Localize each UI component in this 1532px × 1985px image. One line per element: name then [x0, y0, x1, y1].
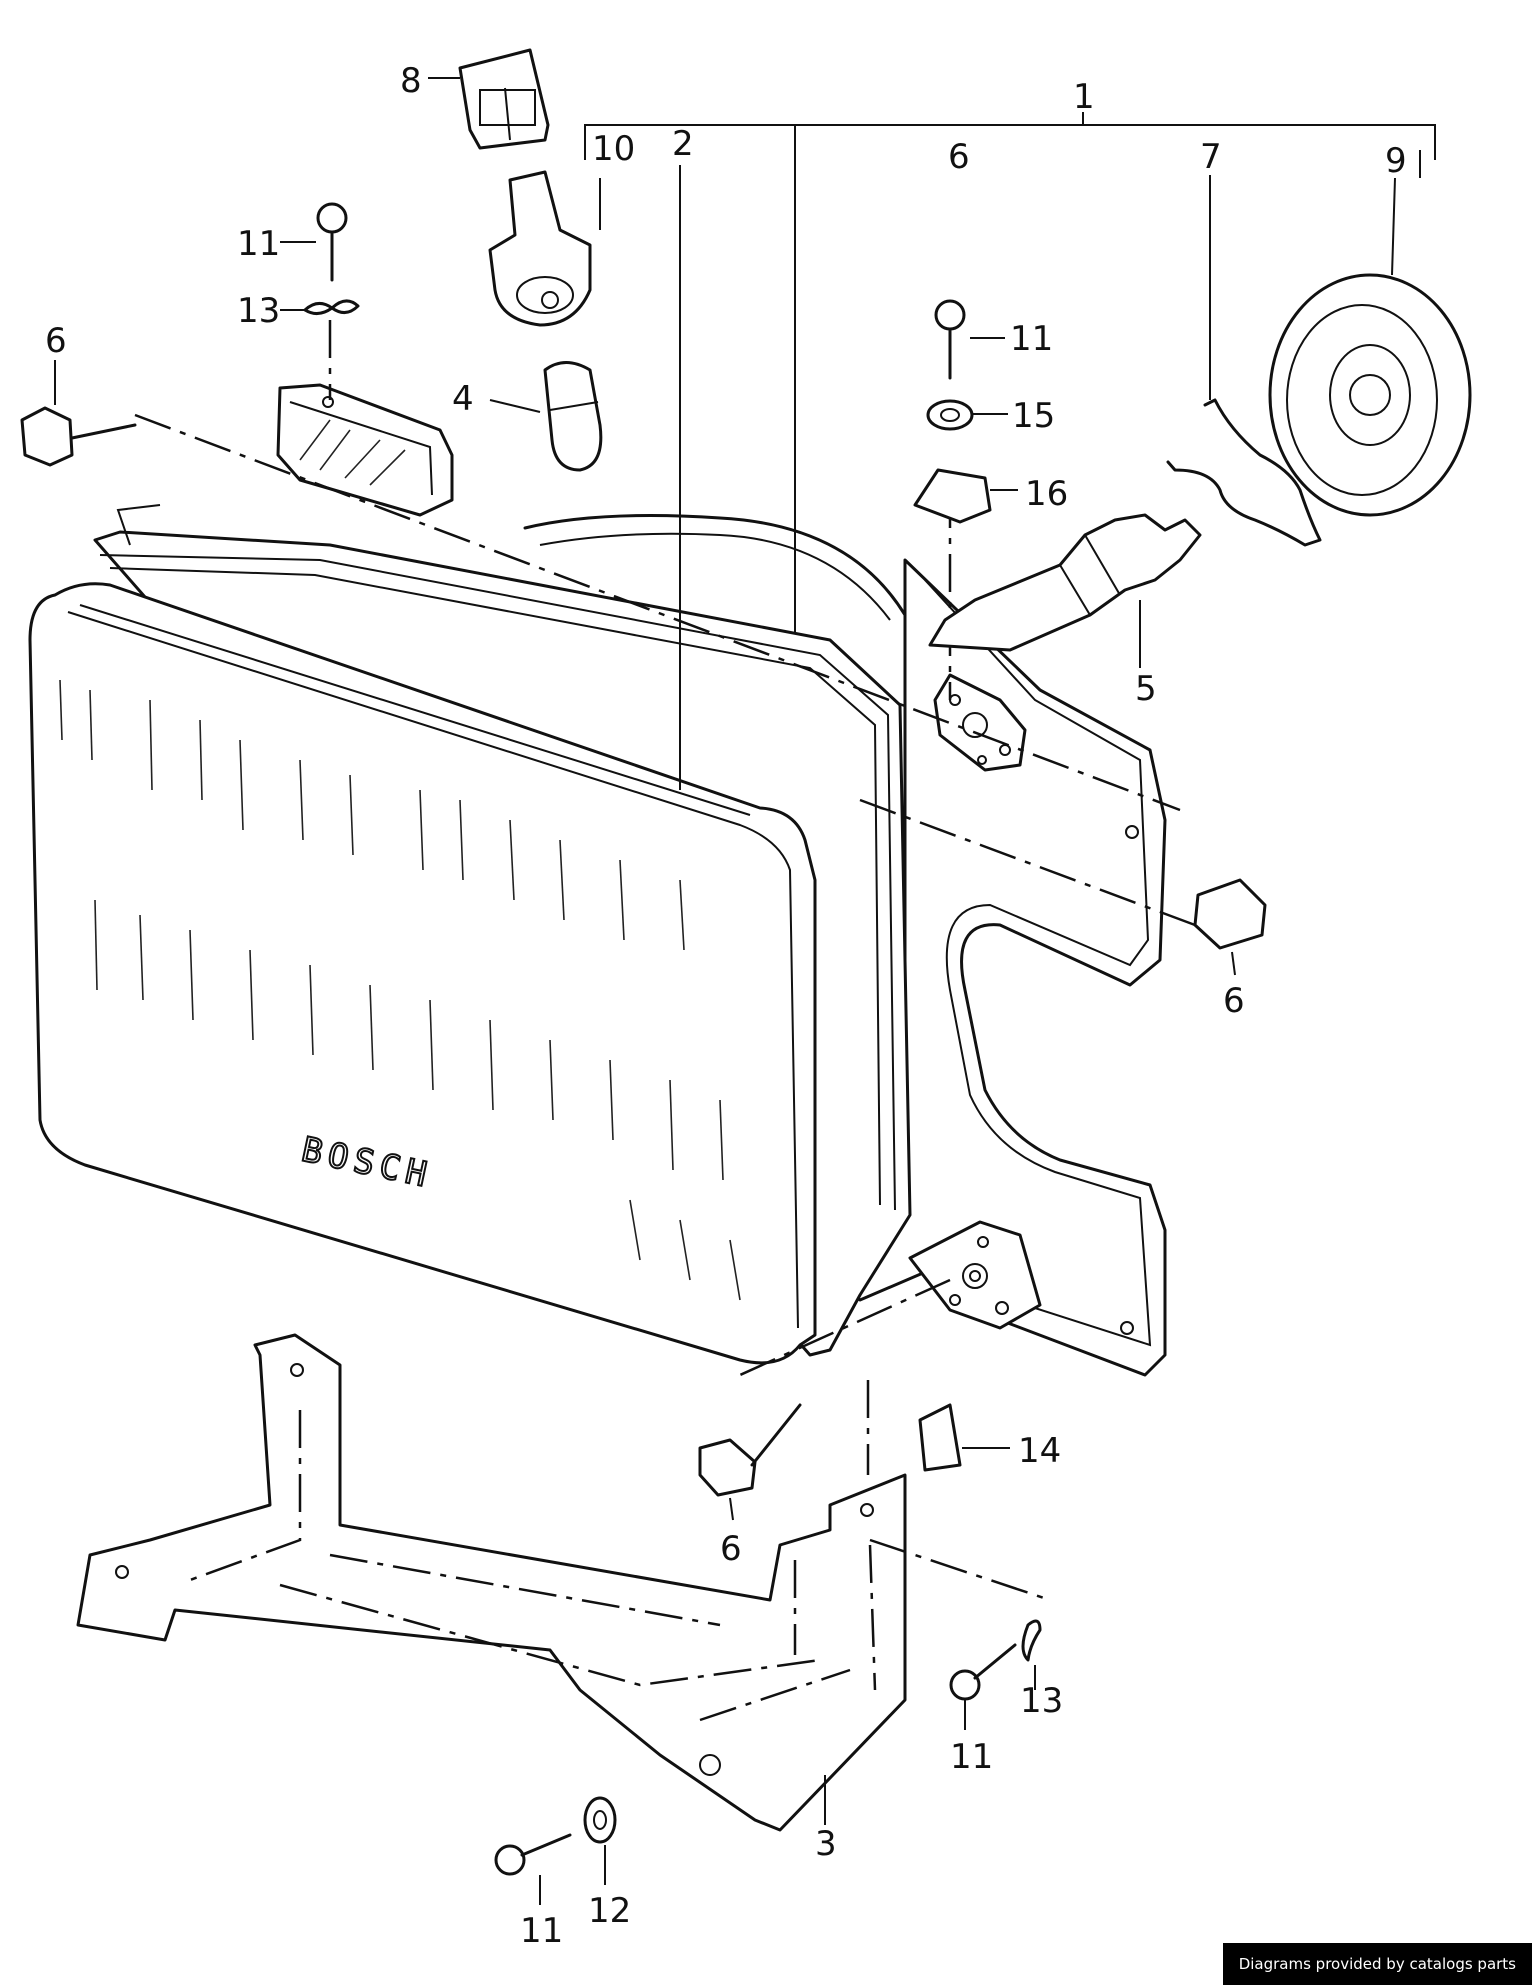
washer-bottom [583, 1796, 617, 1844]
label-3: 3 [815, 1824, 837, 1864]
clip-nut [913, 468, 992, 524]
screw-top [316, 202, 348, 282]
adjuster-bottom [698, 1403, 802, 1497]
bulb-socket [488, 170, 592, 327]
label-13-right: 13 [1020, 1681, 1063, 1721]
label-11-mid: 11 [1010, 319, 1053, 359]
connector-plug [458, 48, 550, 150]
main-bulb [928, 513, 1202, 652]
spring-washer-right [1021, 1619, 1042, 1662]
lower-bracket [76, 1333, 907, 1832]
label-6-bottom: 6 [720, 1529, 742, 1569]
label-8: 8 [400, 61, 422, 101]
label-5: 5 [1135, 669, 1157, 709]
label-9: 9 [1385, 141, 1407, 181]
label-2: 2 [672, 124, 694, 164]
assembly-bracket [584, 112, 1436, 640]
label-7: 7 [1200, 137, 1222, 177]
label-14: 14 [1018, 1431, 1061, 1471]
screw-mid [934, 299, 966, 380]
screw-right [949, 1643, 1017, 1701]
label-13-top: 13 [237, 291, 280, 331]
label-6-top: 6 [948, 137, 970, 177]
label-12: 12 [588, 1891, 631, 1931]
spring-washer-top [303, 299, 360, 315]
small-bulb [543, 361, 603, 472]
label-6-left: 6 [45, 321, 67, 361]
label-11-top: 11 [237, 224, 280, 264]
headlight-lens: BOSCH [28, 582, 817, 1365]
label-1: 1 [1073, 77, 1095, 117]
callout-labels: 1 2 3 4 5 6 6 6 6 7 8 9 10 11 11 11 11 1… [45, 61, 1407, 1951]
lower-mount-pad [908, 1220, 1042, 1330]
adjuster-right [1193, 878, 1267, 950]
leader-lines [54, 77, 1396, 1905]
cover-cap [1268, 273, 1472, 517]
clip-lower [918, 1403, 962, 1472]
adjuster-left [20, 406, 137, 467]
alignment-axes [134, 320, 1196, 1602]
retaining-spring [1166, 398, 1322, 547]
label-6-right: 6 [1223, 981, 1245, 1021]
label-10: 10 [592, 129, 635, 169]
label-11-right: 11 [950, 1737, 993, 1777]
rear-housing [523, 514, 1167, 1377]
label-15: 15 [1012, 396, 1055, 436]
washer-mid [926, 399, 974, 431]
screw-bottom [494, 1833, 572, 1876]
label-4: 4 [452, 379, 474, 419]
label-11-bottom: 11 [520, 1911, 563, 1951]
label-16: 16 [1025, 474, 1068, 514]
upper-mount [276, 383, 454, 517]
credit-badge: Diagrams provided by catalogs parts [1222, 1943, 1532, 1985]
lens-texture [59, 679, 741, 1301]
